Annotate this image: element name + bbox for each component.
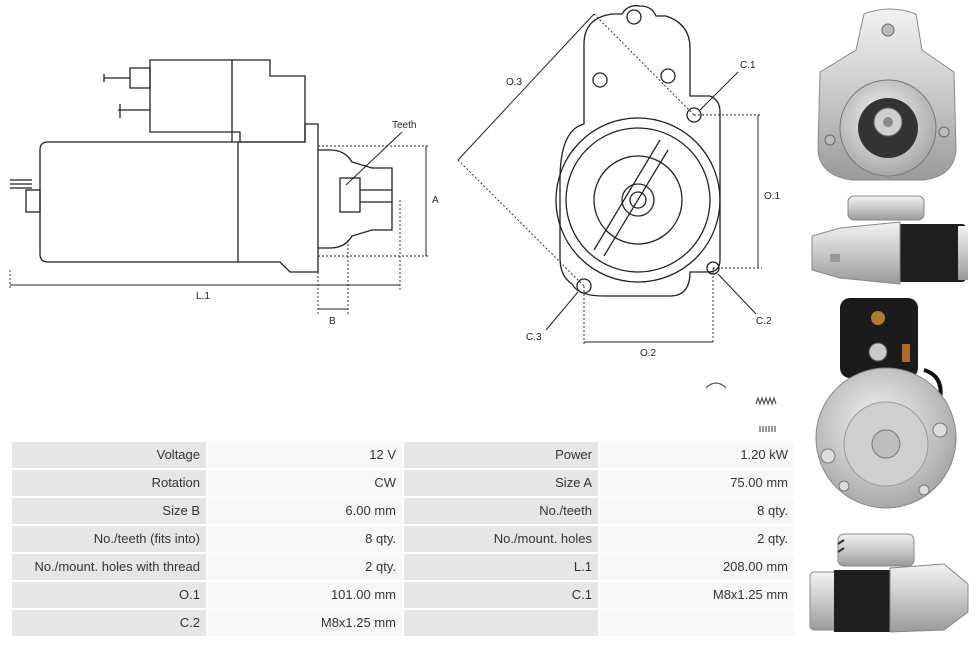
table-row: No./teeth (fits into) 8 qty. No./mount. … <box>12 526 794 552</box>
spec-value: M8x1.25 mm <box>600 582 794 608</box>
spec-value: 6.00 mm <box>208 498 402 524</box>
technical-drawing: Teeth A L.1 B O.1 O.2 O.3 C.1 <box>9 5 781 432</box>
label-teeth: Teeth <box>392 120 416 131</box>
starter-side-view <box>10 59 393 273</box>
photo-side-view <box>811 195 968 285</box>
spec-value: 101.00 mm <box>208 582 402 608</box>
spec-label: L.1 <box>404 554 598 580</box>
side-view-dimensions <box>9 145 430 316</box>
spec-value: CW <box>208 470 402 496</box>
label-a: A <box>432 195 439 206</box>
label-c1: C.1 <box>740 60 756 71</box>
label-c2: C.2 <box>756 316 772 327</box>
clip-ring <box>705 382 727 389</box>
spring-part <box>755 396 777 406</box>
pin-set <box>759 426 776 432</box>
spec-label: O.1 <box>12 582 206 608</box>
spec-label: No./mount. holes <box>404 526 598 552</box>
spec-label: Power <box>404 442 598 468</box>
spec-value: 8 qty. <box>600 498 794 524</box>
spec-label: Size A <box>404 470 598 496</box>
label-b: B <box>329 316 336 327</box>
spec-value: 75.00 mm <box>600 470 794 496</box>
teeth-leader-line <box>345 131 403 186</box>
product-photos <box>809 8 969 633</box>
spec-value: 2 qty. <box>208 554 402 580</box>
table-row: O.1 101.00 mm C.1 M8x1.25 mm <box>12 582 794 608</box>
spec-value: 1.20 kW <box>600 442 794 468</box>
photo-angled-view <box>809 533 969 633</box>
c2-leader-line <box>717 273 757 315</box>
photo-rear-view <box>815 298 957 509</box>
table-row: Rotation CW Size A 75.00 mm <box>12 470 794 496</box>
label-o3: O.3 <box>506 77 523 88</box>
label-c3: C.3 <box>526 332 542 343</box>
spec-label: Size B <box>12 498 206 524</box>
small-parts <box>705 382 777 432</box>
dimension-o3-line <box>457 13 595 161</box>
photo-front-flange <box>817 8 957 181</box>
specifications-table: Voltage 12 V Power 1.20 kW Rotation CW S… <box>10 440 796 638</box>
table-row: C.2 M8x1.25 mm <box>12 610 794 636</box>
starter-front-view <box>555 5 721 297</box>
spec-label: No./teeth <box>404 498 598 524</box>
spec-label: Voltage <box>12 442 206 468</box>
label-o1: O.1 <box>764 191 781 202</box>
front-view-dimensions <box>457 13 762 344</box>
c1-leader-line <box>699 71 739 111</box>
spec-value: 2 qty. <box>600 526 794 552</box>
spec-value: 12 V <box>208 442 402 468</box>
spec-value <box>600 610 794 636</box>
table-row: No./mount. holes with thread 2 qty. L.1 … <box>12 554 794 580</box>
spec-label: Rotation <box>12 470 206 496</box>
spec-label: No./mount. holes with thread <box>12 554 206 580</box>
label-l1: L.1 <box>196 291 210 302</box>
spec-label: C.1 <box>404 582 598 608</box>
spec-value: M8x1.25 mm <box>208 610 402 636</box>
table-row: Voltage 12 V Power 1.20 kW <box>12 442 794 468</box>
table-row: Size B 6.00 mm No./teeth 8 qty. <box>12 498 794 524</box>
spec-label <box>404 610 598 636</box>
spec-value: 208.00 mm <box>600 554 794 580</box>
spec-value: 8 qty. <box>208 526 402 552</box>
spec-label: C.2 <box>12 610 206 636</box>
c3-leader-line <box>545 291 579 331</box>
label-o2: O.2 <box>640 348 657 359</box>
spec-label: No./teeth (fits into) <box>12 526 206 552</box>
